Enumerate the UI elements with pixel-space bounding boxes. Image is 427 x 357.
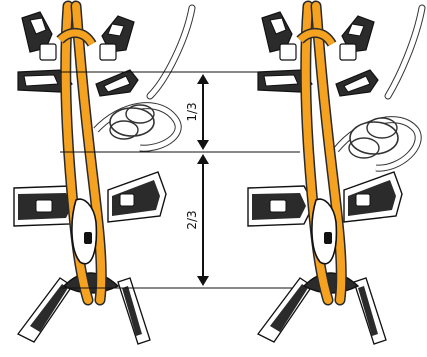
lower-dimension-arrow-icon (197, 154, 209, 286)
right-leg-loop-icon (247, 171, 403, 227)
left-harness-figure (13, 0, 196, 345)
right-harness-figure (247, 0, 426, 345)
right-sling-icon (296, 0, 347, 306)
left-belay-loop-icon (62, 272, 120, 294)
right-bottom-leg-loops-icon (257, 277, 387, 345)
left-sling-icon (56, 0, 107, 306)
left-top-buckles-icon (21, 11, 135, 61)
right-top-buckles-icon (261, 11, 375, 61)
right-figure-eight-knot-icon (348, 117, 399, 159)
left-figure-eight-knot-icon (109, 104, 155, 140)
left-leg-loop-icon (13, 171, 167, 227)
left-carabiner-icon (71, 198, 98, 265)
right-carabiner-icon (311, 198, 338, 265)
lower-ratio-label: 2/3 (185, 210, 199, 229)
upper-dimension-arrow-icon (197, 74, 209, 150)
right-waist-belt-icon (257, 69, 379, 97)
left-bottom-leg-loops-icon (17, 277, 151, 345)
right-belay-loop-icon (302, 272, 360, 294)
upper-ratio-label: 1/3 (185, 102, 199, 121)
dimension-guides: 1/3 2/3 (60, 71, 300, 289)
